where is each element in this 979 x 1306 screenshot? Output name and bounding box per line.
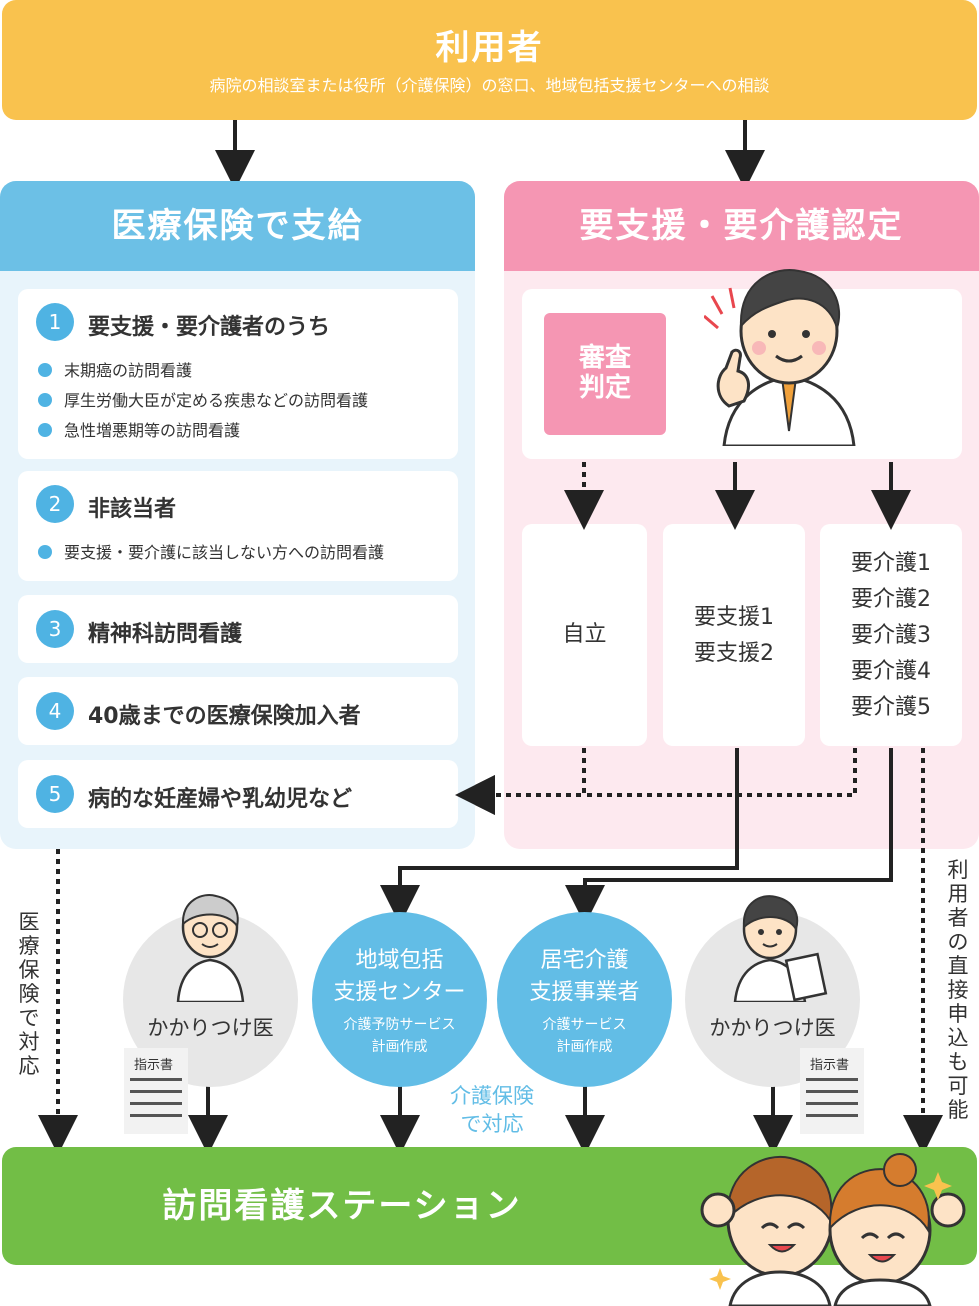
item-card-2: 2 非該当者 要支援・要介護に該当しない方への訪問看護 [18,471,458,581]
paper-line [130,1078,182,1081]
senior-doctor-illustration [176,894,245,1002]
nurses-cheering-illustration [700,1153,966,1306]
item-title: 非該当者 [88,497,177,522]
item-number: 5 [36,775,74,813]
doctor-pointing-illustration [704,269,856,446]
instruction-label: 指示書 [810,1058,850,1073]
paper-line [130,1090,182,1093]
item-title: 要支援・要介護者のうち [88,315,331,340]
item-number: 2 [36,485,74,523]
home-care-support-office: 居宅介護 支援事業者 介護サービス 計画作成 [497,912,672,1087]
doctor-clipboard-illustration [733,895,828,1002]
family-doctor-label: かかりつけ医 [709,1016,836,1040]
user-title: 利用者 [435,28,544,68]
item-card-1: 1 要支援・要介護者のうち 末期癌の訪問看護 厚生労働大臣が定める疾患などの訪問… [18,289,458,459]
instruction-label: 指示書 [134,1058,174,1073]
paper-line [806,1078,858,1081]
item-title: 病的な妊産婦や乳幼児など [88,787,353,812]
instruction-sheet-left: 指示書 [124,1048,188,1134]
nursing-station-title: 訪問看護ステーション [162,1186,522,1226]
instruction-sheet-right: 指示書 [800,1048,864,1134]
bullet-dot [38,423,52,437]
medical-response-label: 医療保険で対応 [18,910,40,1078]
user-subtitle: 病院の相談室または役所（介護保険）の窓口、地域包括支援センターへの相談 [209,76,770,95]
paper-line [806,1090,858,1093]
item-card-5: 5 病的な妊産婦や乳幼児など [18,760,458,828]
bullet-dot [38,393,52,407]
care-certification-title: 要支援・要介護認定 [504,181,979,271]
paper-line [130,1102,182,1105]
result-care: 要介護1 要介護2 要介護3 要介護4 要介護5 [820,524,962,746]
user-header: 利用者 病院の相談室または役所（介護保険）の窓口、地域包括支援センターへの相談 [2,0,977,120]
direct-apply-label: 利用者の直接申込も可能 [947,858,969,1122]
medical-insurance-panel: 医療保険で支給 1 要支援・要介護者のうち 末期癌の訪問看護 厚生労働大臣が定め… [0,181,475,849]
review-badge: 審査 判定 [544,313,666,435]
bullet-item: 厚生労働大臣が定める疾患などの訪問看護 [38,387,368,411]
bullet-item: 要支援・要介護に該当しない方への訪問看護 [38,539,384,563]
community-support-center: 地域包括 支援センター 介護予防サービス 計画作成 [312,912,487,1087]
medical-insurance-title: 医療保険で支給 [0,181,475,271]
bullet-dot [38,545,52,559]
result-independent: 自立 [522,524,647,746]
care-insurance-label: 介護保険 で対応 [450,1084,534,1136]
item-title: 40歳までの医療保険加入者 [88,704,361,729]
item-number: 1 [36,303,74,341]
item-card-4: 4 40歳までの医療保険加入者 [18,677,458,745]
paper-line [806,1114,858,1117]
item-number: 3 [36,610,74,648]
paper-line [130,1114,182,1117]
paper-line [806,1102,858,1105]
result-support: 要支援1 要支援2 [663,524,805,746]
bullet-item: 末期癌の訪問看護 [38,357,192,381]
bullet-item: 急性増悪期等の訪問看護 [38,417,240,441]
item-card-3: 3 精神科訪問看護 [18,595,458,663]
bullet-dot [38,363,52,377]
item-title: 精神科訪問看護 [88,622,243,647]
family-doctor-label: かかりつけ医 [147,1016,274,1040]
item-number: 4 [36,692,74,730]
